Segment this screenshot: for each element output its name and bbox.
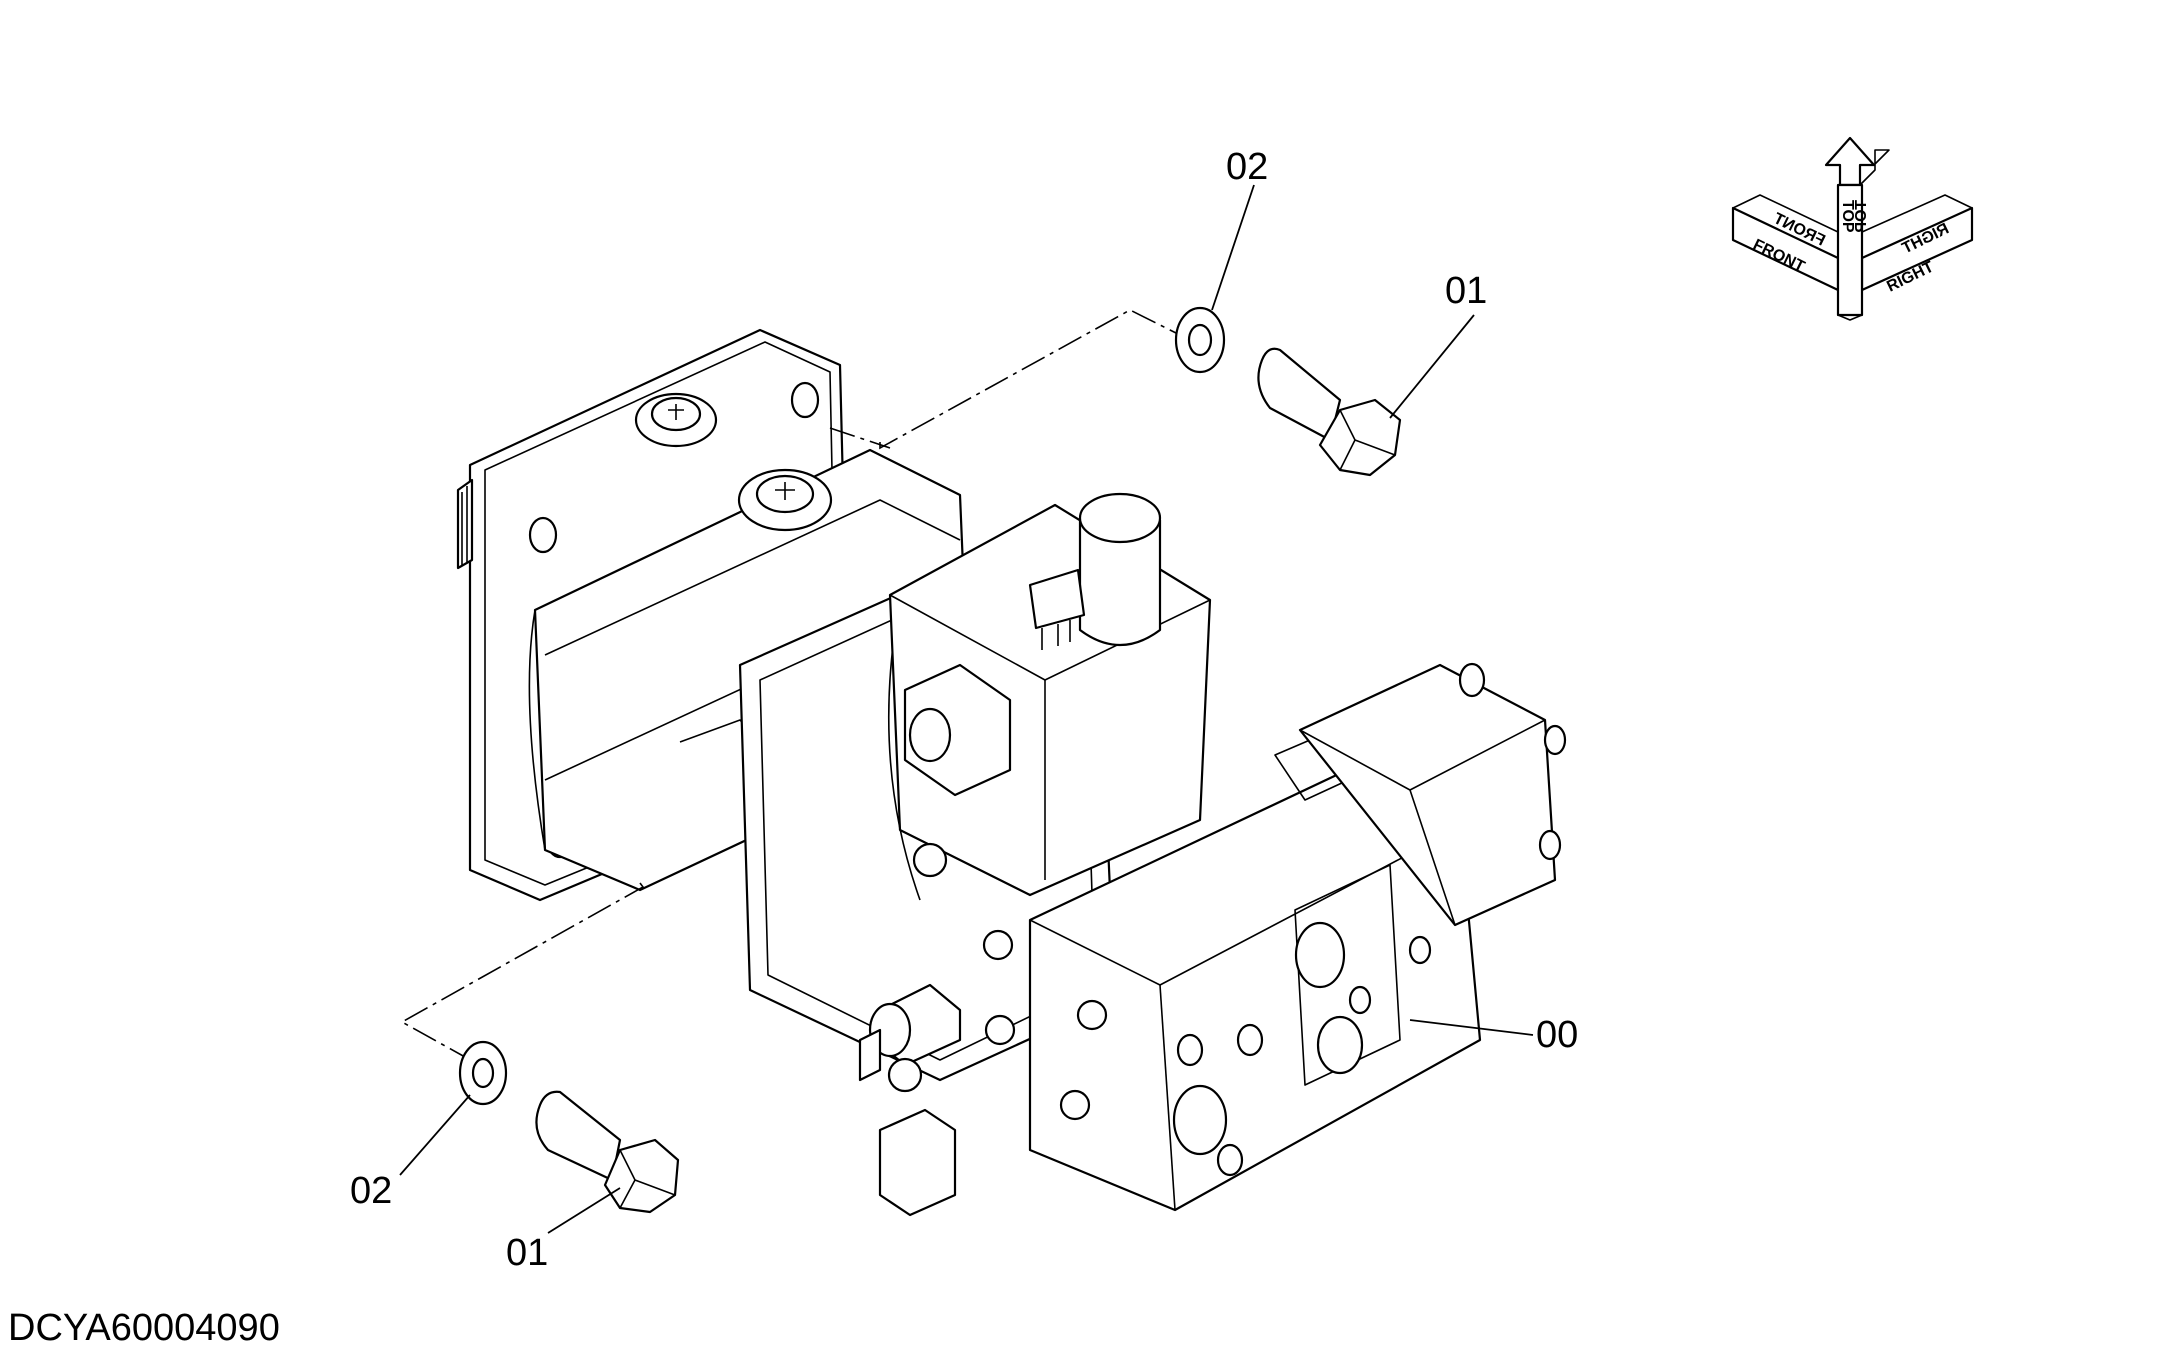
callout-part-01-top: 01: [1445, 270, 1487, 312]
leader-lines: [399, 184, 1534, 1234]
orientation-top-label: TOP: [1839, 200, 1856, 233]
callout-part-02-bottom: 02: [350, 1170, 392, 1212]
hex-bolt-bottom: [535, 1090, 680, 1214]
alignment-lines: [400, 309, 1181, 1058]
callout-part-01-bottom: 01: [506, 1232, 548, 1274]
callout-part-00: 00: [1536, 1014, 1578, 1056]
washer-top: [1174, 306, 1226, 374]
hex-bolt-top: [1257, 347, 1402, 477]
orientation-top-mirrored-label: TOP: [1853, 200, 1870, 233]
drawing-code: DCYA60004090: [8, 1307, 280, 1349]
orientation-marker: FRONT FRONT TOP TOP RIGHT RIGHT: [1731, 136, 1974, 321]
callout-part-02-top: 02: [1226, 146, 1268, 188]
hydraulic-motor-assembly: [456, 328, 1567, 1217]
washer-bottom: [458, 1040, 508, 1106]
